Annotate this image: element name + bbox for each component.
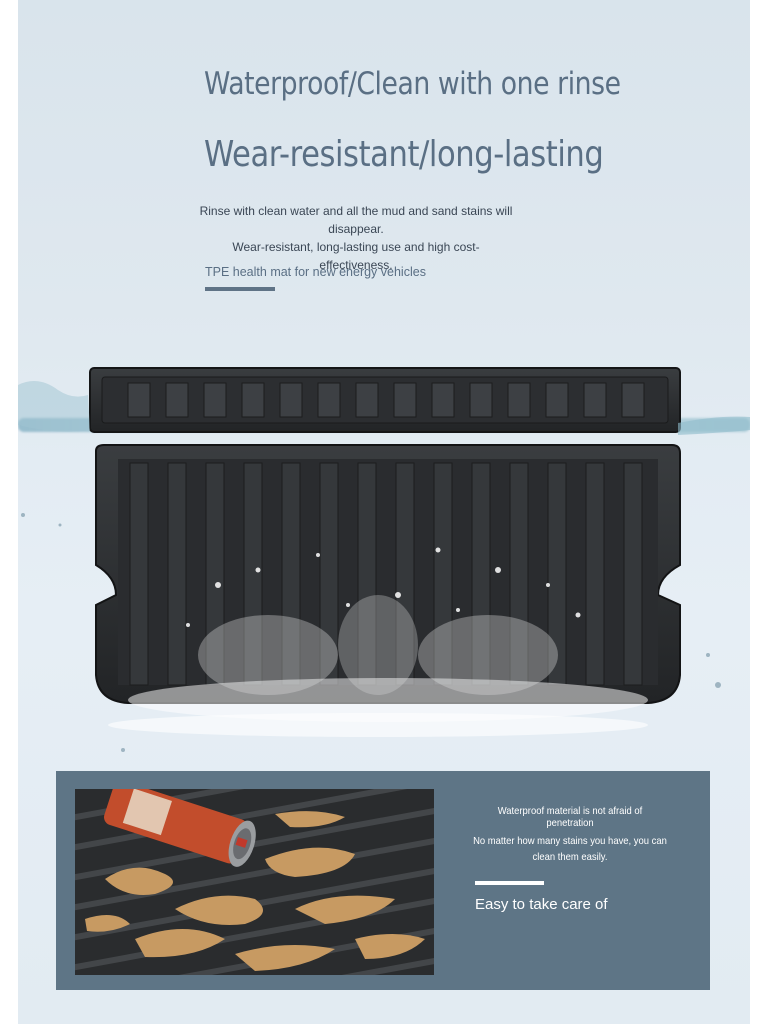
- panel-text-waterproof: Waterproof material is not afraid of pen…: [497, 805, 643, 829]
- trunk-mat-image: [18, 367, 750, 752]
- panel-divider: [475, 881, 544, 885]
- description-rinse: Rinse with clean water and all the mud a…: [199, 204, 513, 236]
- subtitle-tpe: TPE health mat for new energy vehicles: [205, 265, 426, 279]
- headline-waterproof: Waterproof/Clean with one rinse: [204, 66, 621, 102]
- stained-mat-photo: [75, 789, 434, 975]
- headline-wear-resistant: Wear-resistant/long-lasting: [204, 134, 604, 175]
- description-wear: Wear-resistant, long-lasting use and hig…: [232, 240, 480, 272]
- panel-text-stains: No matter how many stains you have, you …: [473, 835, 667, 863]
- panel-text-care: Easy to take care of: [475, 896, 608, 913]
- subtitle-underline: [205, 287, 275, 291]
- info-panel: Waterproof material is not afraid of pen…: [56, 771, 710, 990]
- product-page: Waterproof/Clean with one rinse Wear-res…: [18, 0, 750, 1024]
